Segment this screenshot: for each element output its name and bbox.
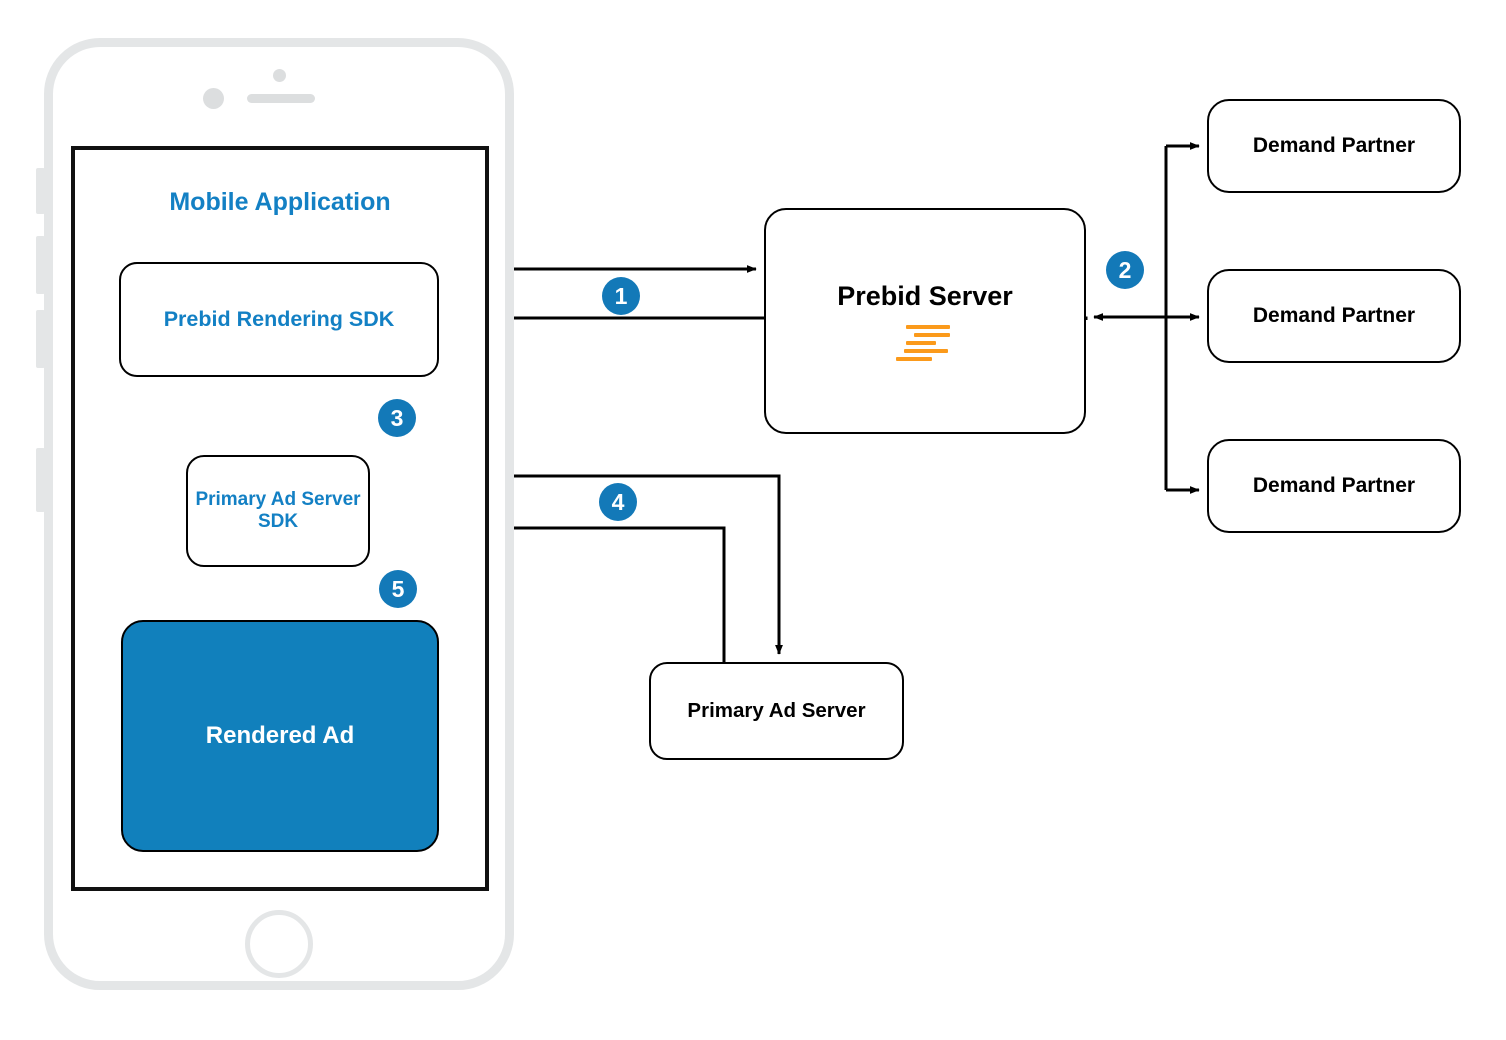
step-badge-4: 4 bbox=[599, 483, 637, 521]
node-prebid-rendering-sdk[interactable]: Prebid Rendering SDK bbox=[119, 262, 439, 377]
phone-volume-down-button bbox=[36, 310, 45, 368]
node-prebid-rendering-sdk-label: Prebid Rendering SDK bbox=[163, 306, 395, 331]
home-button-icon bbox=[245, 910, 313, 978]
node-demand-partner-3-label: Demand Partner bbox=[1252, 473, 1416, 497]
node-primary-ad-server-sdk-label: Primary Ad Server SDK bbox=[195, 488, 361, 532]
node-prebid-server-label: Prebid Server bbox=[837, 280, 1013, 311]
node-rendered-ad[interactable]: Rendered Ad bbox=[121, 620, 439, 852]
node-demand-partner-1-label: Demand Partner bbox=[1252, 133, 1416, 157]
node-prebid-server[interactable]: Prebid Server bbox=[764, 208, 1086, 434]
step-badge-2: 2 bbox=[1106, 251, 1144, 289]
node-primary-ad-server[interactable]: Primary Ad Server bbox=[649, 662, 904, 760]
phone-silent-switch bbox=[36, 168, 45, 214]
node-demand-partner-3[interactable]: Demand Partner bbox=[1207, 439, 1461, 533]
arrow-step1-response bbox=[451, 314, 1088, 322]
node-demand-partner-2-label: Demand Partner bbox=[1252, 303, 1416, 327]
node-primary-ad-server-label: Primary Ad Server bbox=[687, 698, 866, 722]
mobile-application-title: Mobile Application bbox=[169, 188, 391, 216]
proximity-sensor-icon bbox=[203, 88, 224, 109]
node-rendered-ad-label: Rendered Ad bbox=[205, 721, 355, 749]
node-demand-partner-1[interactable]: Demand Partner bbox=[1207, 99, 1461, 193]
node-demand-partner-2[interactable]: Demand Partner bbox=[1207, 269, 1461, 363]
step-badge-1: 1 bbox=[602, 277, 640, 315]
prebid-bars-icon bbox=[894, 324, 956, 362]
step-badge-3: 3 bbox=[378, 399, 416, 437]
front-camera-icon bbox=[273, 69, 286, 82]
phone-volume-up-button bbox=[36, 236, 45, 294]
earpiece-speaker-icon bbox=[247, 94, 315, 103]
phone-power-button bbox=[36, 448, 45, 512]
node-primary-ad-server-sdk[interactable]: Primary Ad Server SDK bbox=[186, 455, 370, 567]
step-badge-5: 5 bbox=[379, 570, 417, 608]
